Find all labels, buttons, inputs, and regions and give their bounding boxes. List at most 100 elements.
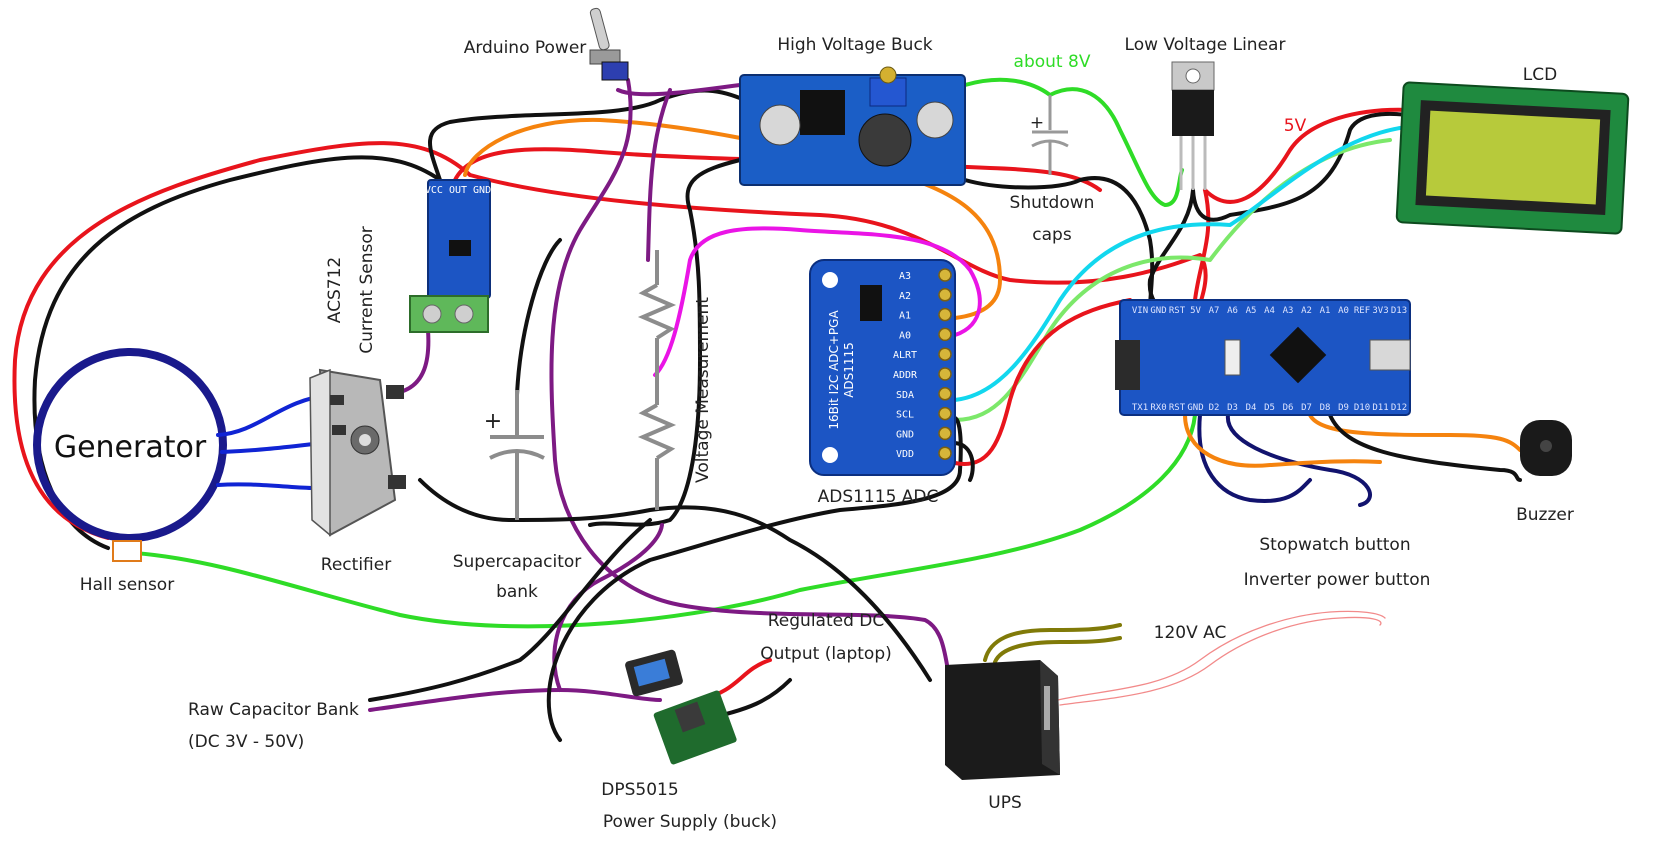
supercap-label: Supercapacitor — [453, 552, 582, 572]
buck-ic — [800, 90, 845, 135]
voltage-regulator-icon — [1171, 61, 1215, 190]
wire-regulator-red-down — [1193, 188, 1211, 302]
wire-black-dps — [546, 416, 963, 742]
nano-pin-label: REF — [1354, 306, 1370, 316]
wire-olive-ac-2 — [993, 636, 1122, 664]
current-sensor-label: Current Sensor — [357, 226, 377, 354]
wire-hall-sensor-green — [133, 413, 1197, 629]
buzzer-label: Buzzer — [1516, 505, 1574, 525]
nano-pin-label: D13 — [1391, 306, 1407, 316]
nano-pin-label: A7 — [1209, 306, 1220, 316]
raw-cap-label: Raw Capacitor Bank — [188, 700, 359, 720]
nano-chip — [1269, 326, 1327, 384]
ads-pin-label: GND — [896, 429, 914, 440]
regulated-dc-label-2: Output (laptop) — [760, 644, 892, 664]
ads-pin-pad — [938, 268, 952, 282]
acs712-current-sensor: VCC OUT GND ACS712 Current Sensor — [325, 179, 491, 354]
ads-adc-label: ADS1115 ADC — [818, 487, 939, 507]
ads-pin-label: SCL — [896, 410, 914, 421]
wire-green-8v — [963, 77, 1184, 207]
nano-pin-label: 3V3 — [1372, 306, 1388, 316]
shutdown-caps: + Shutdown caps — [1010, 95, 1095, 245]
nano-pin-label: A2 — [1301, 306, 1312, 316]
ads-chip — [860, 285, 882, 321]
nano-pin-label: A3 — [1283, 306, 1294, 316]
nano-usb — [1369, 339, 1411, 371]
wire-navy-stopwatch — [1197, 413, 1312, 503]
wire-olive-ac-1 — [983, 623, 1122, 662]
ads-pin-label: A1 — [899, 311, 911, 322]
hall-sensor-box — [112, 540, 142, 562]
wire-purple-raw-cap — [368, 688, 662, 712]
nano-pin-label: A6 — [1227, 306, 1238, 316]
ads-board — [809, 259, 956, 476]
wire-regulator-gnd — [1191, 111, 1422, 222]
ups: UPS — [945, 660, 1060, 813]
voltage-measurement-label: Voltage Measurement — [693, 297, 713, 483]
resistor-icon — [637, 250, 677, 510]
nano-pin-label: GND — [1187, 403, 1203, 413]
nano-pin-label: RX0 — [1150, 403, 1166, 413]
arduino-power-label: Arduino Power — [464, 38, 587, 58]
arduino-power-switch: Arduino Power — [464, 7, 629, 81]
capacitor-icon — [489, 390, 545, 520]
toggle-switch-icon — [589, 7, 629, 81]
capacitor-icon — [1031, 95, 1069, 175]
wire-black-supercap — [515, 238, 562, 397]
nano-reset-button — [1224, 339, 1241, 376]
ads-pin-pad — [938, 426, 952, 441]
nano-pin-label: D7 — [1301, 403, 1312, 413]
svg-text:VCC OUT GND: VCC OUT GND — [425, 185, 491, 196]
nano-pin-label: D9 — [1338, 403, 1349, 413]
supercapacitor-bank: + Supercapacitor bank — [453, 390, 582, 602]
hall-sensor-label: Hall sensor — [80, 575, 174, 595]
nano-header — [1115, 340, 1140, 390]
nano-pin-label: D11 — [1372, 403, 1388, 413]
ads-pin-pad — [938, 288, 952, 302]
about-8v-label: about 8V — [1014, 52, 1091, 72]
rectifier: Rectifier — [309, 368, 406, 575]
nano-pin-label: D12 — [1391, 403, 1407, 413]
lcd-screen — [1425, 110, 1601, 205]
nano-pin-label: A5 — [1246, 306, 1257, 316]
acs712-label: ACS712 — [325, 257, 345, 323]
generator: Generator — [33, 348, 227, 542]
wire-orange-buzzer — [1308, 413, 1522, 452]
nano-pin-label: D10 — [1354, 403, 1370, 413]
ads-board-text: 16Bit I2C ADC+PGA — [827, 310, 841, 430]
supercap-label-2: bank — [496, 582, 538, 602]
voltage-measurement: Voltage Measurement — [637, 250, 713, 510]
svg-text:+: + — [1030, 113, 1044, 133]
ads-board-text-2: ADS1115 — [842, 342, 856, 398]
generator-label: Generator — [54, 430, 207, 465]
ads-pin-label: A0 — [899, 330, 911, 341]
lcd-label: LCD — [1523, 65, 1557, 85]
svg-text:+: + — [484, 409, 502, 434]
dps-label-2: Power Supply (buck) — [603, 812, 777, 832]
wire-black-buck-in — [588, 158, 742, 527]
ac-120v-label: 120V AC — [1154, 623, 1227, 643]
five-v-label: 5V — [1284, 116, 1307, 136]
wire-black-raw-cap — [368, 518, 652, 702]
shutdown-caps-label: Shutdown — [1010, 193, 1095, 213]
nano-board — [1119, 299, 1411, 416]
wire-generator-red — [12, 141, 472, 540]
nano-pin-label: GND — [1150, 306, 1166, 316]
ads-pin-label: A3 — [899, 271, 911, 282]
wire-black-bottom-rail — [418, 478, 932, 682]
lcd: LCD — [1395, 65, 1630, 235]
high-voltage-buck-label: High Voltage Buck — [777, 35, 932, 55]
nano-pin-label: TX1 — [1132, 403, 1148, 413]
wire-purple-rectifier — [398, 328, 431, 394]
wire-purple-dps — [552, 523, 664, 692]
nano-pin-label: RST — [1169, 403, 1186, 413]
wire-ads-gnd — [953, 441, 975, 482]
shutdown-caps-label-2: caps — [1032, 225, 1072, 245]
hall-sensor: Hall sensor — [80, 540, 174, 595]
dps5015: DPS5015 Power Supply (buck) — [601, 649, 777, 832]
wire-purple-switch-buck — [616, 83, 742, 97]
ads-pin-pad — [938, 307, 952, 322]
nano-pin-label: D6 — [1283, 403, 1294, 413]
